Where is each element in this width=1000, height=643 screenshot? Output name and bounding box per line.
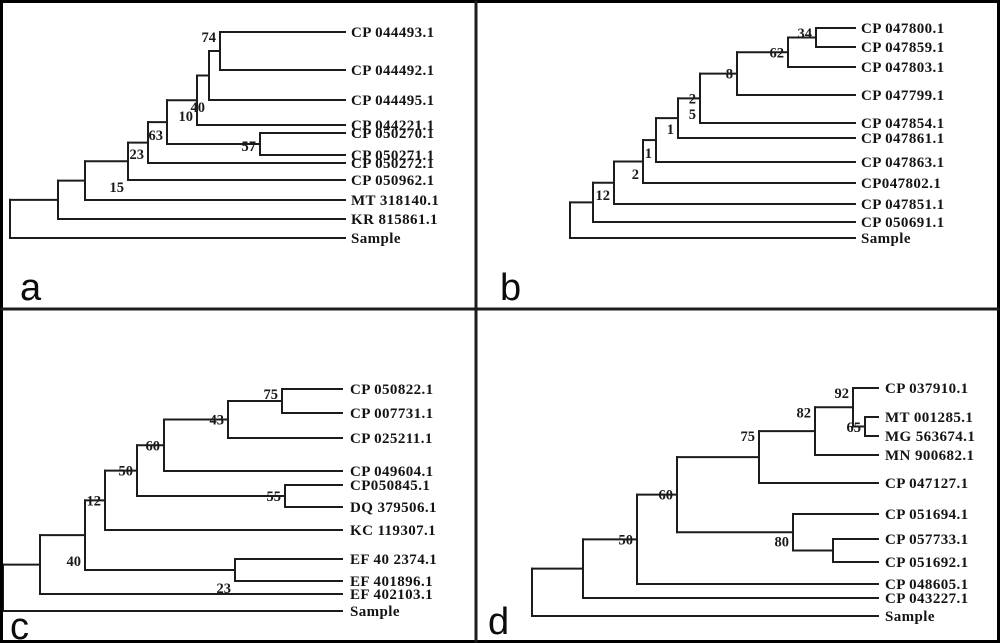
bootstrap-value: 65	[847, 420, 862, 436]
taxon-label: CP 047800.1	[861, 21, 945, 37]
taxon-label: MT 318140.1	[351, 193, 439, 209]
taxon-label: CP 007731.1	[350, 406, 434, 422]
bootstrap-value: 62	[770, 45, 785, 61]
bootstrap-value: 23	[130, 147, 145, 163]
bootstrap-value: 60	[146, 438, 161, 454]
taxon-label: CP 044221.1	[351, 118, 435, 134]
bootstrap-value: 50	[119, 464, 134, 480]
bootstrap-value: 8	[726, 67, 733, 83]
taxon-label: EF 401896.1	[350, 574, 433, 590]
panel-letter-a: a	[20, 267, 42, 309]
panel-letter-d: d	[488, 601, 509, 643]
bootstrap-value: 75	[741, 429, 756, 445]
taxon-label: CP 051692.1	[885, 555, 969, 571]
taxon-label: CP 057733.1	[885, 532, 969, 548]
bootstrap-value: 80	[775, 535, 790, 551]
taxon-label: CP 044493.1	[351, 25, 435, 41]
taxon-label: CP047802.1	[861, 176, 941, 192]
taxon-label: CP 047863.1	[861, 155, 945, 171]
taxon-label: CP 047851.1	[861, 197, 945, 213]
bootstrap-value: 55	[267, 489, 282, 505]
taxon-label: Sample	[351, 231, 401, 247]
taxon-label: CP 048605.1	[885, 577, 969, 593]
bootstrap-value: 82	[797, 405, 812, 421]
panel-letter-b: b	[500, 267, 521, 309]
bootstrap-value: 40	[67, 554, 82, 570]
taxon-label: KR 815861.1	[351, 212, 438, 228]
taxon-label: Sample	[885, 609, 935, 625]
taxon-label: DQ 379506.1	[350, 500, 437, 516]
bootstrap-value: 50	[619, 532, 634, 548]
taxon-label: CP 047127.1	[885, 476, 969, 492]
bootstrap-value: 5	[689, 107, 696, 123]
taxon-label: CP 050271.1	[351, 148, 435, 164]
taxon-label: CP 047854.1	[861, 116, 945, 132]
taxon-label: Sample	[861, 231, 911, 247]
bootstrap-value: 43	[210, 413, 225, 429]
bootstrap-value: 92	[835, 386, 850, 402]
bootstrap-value: 12	[87, 493, 102, 509]
bootstrap-value: 2	[689, 91, 696, 107]
bootstrap-value: 15	[110, 180, 125, 196]
taxon-label: CP 050822.1	[350, 382, 434, 398]
bootstrap-value: 34	[798, 26, 813, 42]
taxon-label: CP 044495.1	[351, 93, 435, 109]
bootstrap-value: 12	[596, 188, 611, 204]
taxon-label: CP 037910.1	[885, 381, 969, 397]
bootstrap-value: 75	[264, 387, 279, 403]
taxon-label: EF 402103.1	[350, 587, 433, 603]
taxon-label: CP 049604.1	[350, 464, 434, 480]
taxon-label: CP 047861.1	[861, 131, 945, 147]
taxon-label: EF 40 2374.1	[350, 552, 437, 568]
taxon-label: CP 047803.1	[861, 60, 945, 76]
bootstrap-value: 60	[659, 488, 674, 504]
bootstrap-value: 10	[179, 109, 194, 125]
taxon-label: CP 047799.1	[861, 88, 945, 104]
bootstrap-value: 1	[645, 146, 652, 162]
taxon-label: CP 050270.1	[351, 126, 435, 142]
taxon-label: KC 119307.1	[350, 523, 436, 539]
panel-letter-c: c	[10, 606, 29, 643]
taxon-label: CP 025211.1	[350, 431, 433, 447]
taxon-label: CP 050272.1	[351, 156, 435, 172]
bootstrap-value: 74	[202, 30, 217, 46]
taxon-label: MN 900682.1	[885, 448, 974, 464]
taxon-label: CP 051694.1	[885, 507, 969, 523]
taxon-label: CP050845.1	[350, 478, 430, 494]
taxon-label: MT 001285.1	[885, 410, 973, 426]
taxon-label: CP 043227.1	[885, 591, 969, 607]
taxon-label: CP 050691.1	[861, 215, 945, 231]
bootstrap-value: 63	[149, 128, 164, 144]
taxon-label: CP 050962.1	[351, 173, 435, 189]
bootstrap-value: 57	[242, 139, 257, 155]
bootstrap-value: 1	[667, 122, 674, 138]
bootstrap-value: 2	[632, 167, 639, 183]
taxon-label: MG 563674.1	[885, 429, 975, 445]
taxon-label: Sample	[350, 604, 400, 620]
taxon-label: CP 044492.1	[351, 63, 435, 79]
taxon-label: CP 047859.1	[861, 40, 945, 56]
